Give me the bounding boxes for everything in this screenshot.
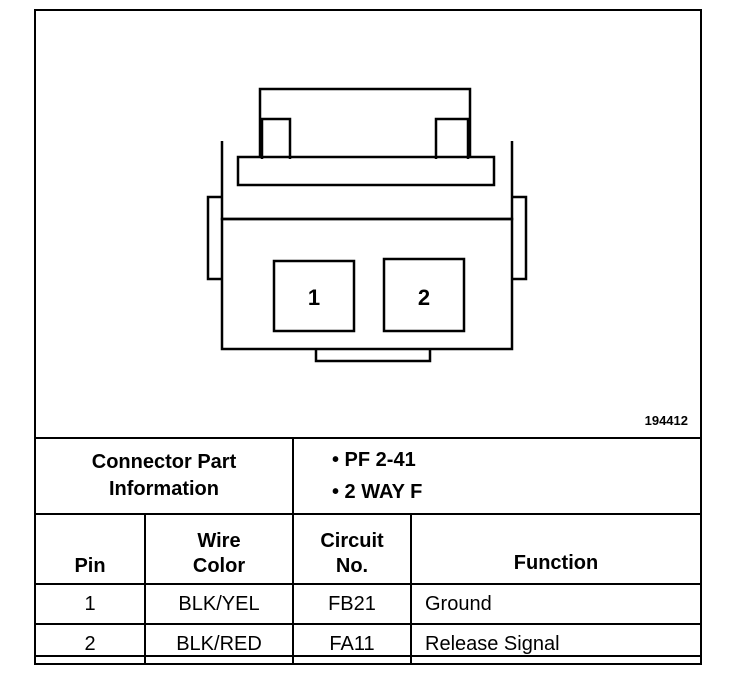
header-pin-label: Pin bbox=[74, 555, 106, 577]
cell-function: Ground bbox=[410, 583, 702, 625]
part-info-label-line1: Connector Part bbox=[91, 451, 237, 473]
connector-info-table: Connector Part Information • PF 2-41 • 2… bbox=[34, 437, 702, 665]
header-wire-color-line2: Color bbox=[192, 555, 246, 577]
right-latch-hook bbox=[434, 117, 470, 159]
header-pin: Pin bbox=[34, 513, 146, 585]
part-info-label: Connector Part Information bbox=[34, 437, 294, 515]
pin-label-2: 2 bbox=[418, 285, 430, 310]
header-function: Function bbox=[410, 513, 702, 585]
table-row: 1 BLK/YEL FB21 Ground bbox=[34, 583, 702, 625]
cell-wire-color: BLK/YEL bbox=[144, 583, 294, 625]
table-header-row: Pin Wire Color Circuit No. Function bbox=[34, 513, 702, 585]
connector-figure: 1 2 194412 Connector Part Information • … bbox=[34, 9, 702, 665]
part-info-item: • 2 WAY F bbox=[332, 481, 423, 503]
table-row: 2 BLK/RED FA11 Release Signal bbox=[34, 623, 702, 665]
left-latch-hook bbox=[260, 117, 292, 159]
part-info-label-line2: Information bbox=[109, 478, 219, 500]
connector-drawing: 1 2 bbox=[206, 87, 528, 363]
part-info-list: • PF 2-41 • 2 WAY F bbox=[292, 437, 702, 515]
cell-circuit: FB21 bbox=[292, 583, 412, 625]
cell-wire-color: BLK/RED bbox=[144, 623, 294, 665]
part-info-item: • PF 2-41 bbox=[332, 449, 416, 471]
latch-bar bbox=[236, 155, 496, 187]
left-side-tab bbox=[206, 195, 222, 281]
header-circuit-line2: No. bbox=[335, 555, 369, 577]
latch-frame bbox=[258, 87, 472, 157]
pin-label-1: 1 bbox=[308, 285, 320, 310]
header-wire-color-line1: Wire bbox=[197, 530, 241, 552]
cell-pin: 1 bbox=[34, 583, 146, 625]
right-side-tab bbox=[512, 195, 528, 281]
cell-pin: 2 bbox=[34, 623, 146, 665]
pin-cavity-2 bbox=[382, 257, 466, 333]
bottom-key bbox=[314, 349, 432, 363]
header-circuit-line1: Circuit bbox=[320, 530, 384, 552]
cell-circuit: FA11 bbox=[292, 623, 412, 665]
connector-body bbox=[220, 217, 514, 351]
header-wire-color: Wire Color bbox=[144, 513, 294, 585]
pin-cavity-1 bbox=[272, 259, 356, 333]
figure-id: 194412 bbox=[644, 413, 688, 428]
header-function-label: Function bbox=[513, 552, 599, 574]
cell-function: Release Signal bbox=[410, 623, 702, 665]
header-circuit: Circuit No. bbox=[292, 513, 412, 585]
part-info-row: Connector Part Information • PF 2-41 • 2… bbox=[34, 437, 702, 515]
